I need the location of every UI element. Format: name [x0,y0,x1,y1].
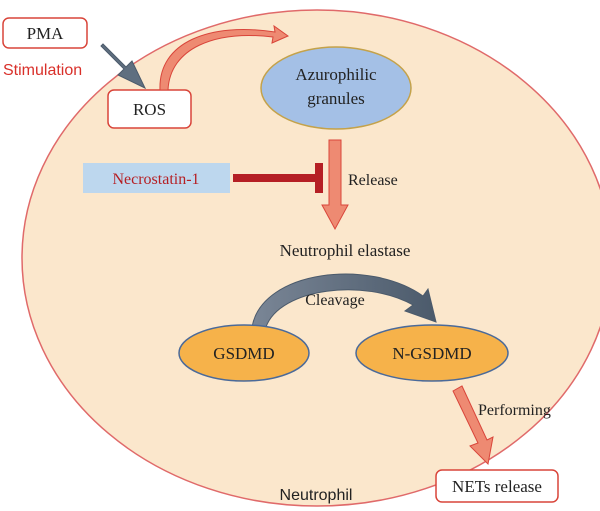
pma-label: PMA [27,24,65,43]
cleavage-label: Cleavage [305,292,365,309]
neutrophil-elastase-label: Neutrophil elastase [280,241,411,260]
gsdmd-label: GSDMD [213,344,274,363]
neutrophil-label: Neutrophil [280,487,353,504]
nets-release-label: NETs release [452,477,542,496]
n-gsdmd-node [355,324,509,382]
release-arrow [321,139,349,231]
nets-release-box [435,469,559,503]
azurophilic-label-line1: Azurophilic [295,65,377,84]
stimulation-label: Stimulation [3,62,82,79]
ros-to-granules-arrow [159,24,290,91]
ros-box [107,89,192,129]
ros-label: ROS [133,100,166,119]
necrostatin-box [83,163,230,193]
stimulation-arrow [100,43,147,90]
azurophilic-label-line2: granules [307,89,365,108]
pma-box [2,17,88,49]
cleavage-arrow [251,273,437,328]
azurophilic-granules [260,46,412,130]
performing-arrow [452,385,494,466]
neutrophil-cell [21,9,600,507]
inhibition-line [233,174,317,182]
necrostatin-label: Necrostatin-1 [112,171,199,188]
inhibition-bar [315,163,323,193]
performing-label: Performing [478,402,551,419]
gsdmd-node [178,324,310,382]
n-gsdmd-label: N-GSDMD [392,344,471,363]
release-label: Release [348,172,398,189]
